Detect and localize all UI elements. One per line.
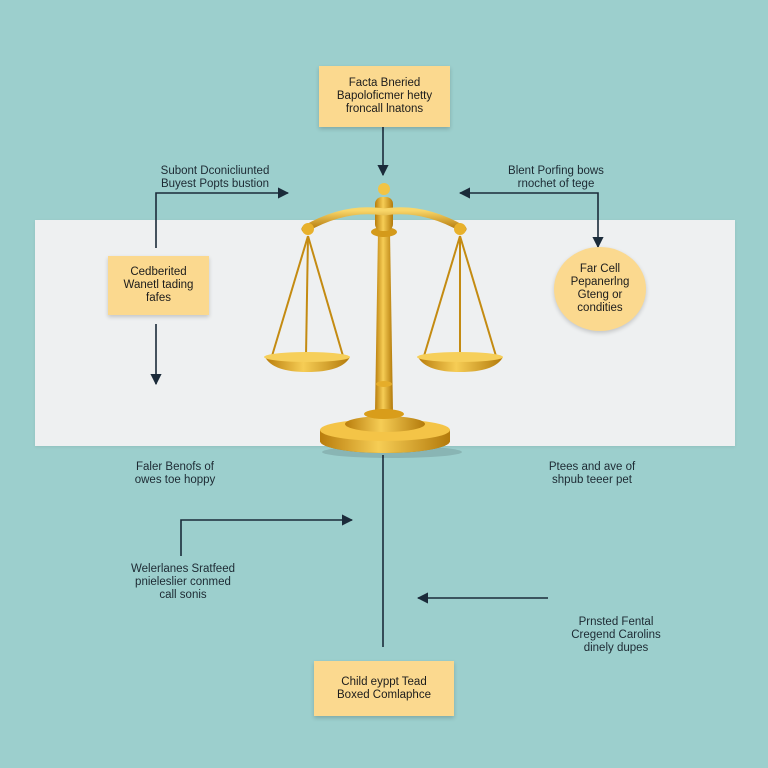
- left-box: Cedberited Wanetl tading fafes: [108, 256, 209, 315]
- top-box: Facta Bneried Bapoloficmer hetty froncal…: [319, 66, 450, 127]
- balance-scale-icon: [264, 183, 503, 458]
- label-top-left: Subont Dconicliunted Buyest Popts bustio…: [140, 165, 290, 191]
- label-mid-right: Ptees and ave of shpub teeer pet: [527, 461, 657, 487]
- label-low-right: Prnsted Fental Cregend Carolins dinely d…: [548, 616, 684, 655]
- bottom-box: Child eyppt Tead Boxed Comlaphce: [314, 661, 454, 716]
- top-box-line-1: Facta Bneried: [348, 77, 421, 89]
- right-circle-line-3: Gteng or: [577, 289, 623, 301]
- label-top-right-line-1: Blent Porfing bows: [508, 165, 604, 177]
- label-low-right-line-3: dinely dupes: [583, 642, 649, 654]
- bottom-box-line-2: Boxed Comlaphce: [337, 688, 431, 701]
- label-top-right: Blent Porfing bows rnochet of tege: [488, 165, 624, 191]
- right-circle-line-4: condities: [577, 302, 623, 314]
- label-mid-left-line-1: Faler Benofs of: [136, 461, 214, 473]
- left-box-line-2: Wanetl tading: [123, 279, 194, 291]
- label-low-left-line-2: pnieleslier conmed: [135, 576, 231, 588]
- connector-lines: [150, 127, 604, 647]
- arrow-right-top: [458, 187, 604, 249]
- top-box-line-2: Bapoloficmer hetty: [336, 90, 433, 102]
- label-mid-right-line-1: Ptees and ave of: [548, 461, 636, 473]
- top-box-line-3: froncall lnatons: [345, 103, 424, 115]
- bottom-box-line-1: Child eyppt Tead: [341, 675, 427, 688]
- label-mid-left-line-2: owes toe hoppy: [134, 474, 216, 486]
- arrow-low-left: [180, 514, 354, 556]
- label-top-left-line-1: Subont Dconicliunted: [160, 165, 270, 177]
- label-mid-left: Faler Benofs of owes toe hoppy: [110, 461, 240, 487]
- label-low-left-line-3: call sonis: [159, 589, 207, 601]
- label-low-left-line-1: Welerlanes Sratfeed: [131, 563, 235, 575]
- left-box-line-1: Cedberited: [130, 266, 187, 278]
- label-mid-right-line-2: shpub teeer pet: [552, 474, 632, 486]
- arrow-left-top: [155, 187, 290, 248]
- label-low-right-line-2: Cregend Carolins: [571, 629, 661, 641]
- right-circle: Far Cell Pepanerlng Gteng or condities: [554, 247, 646, 331]
- label-low-left: Welerlanes Sratfeed pnieleslier conmed c…: [108, 563, 258, 602]
- label-low-right-line-1: Prnsted Fental: [578, 616, 654, 628]
- left-box-line-3: fafes: [146, 292, 171, 304]
- right-circle-line-2: Pepanerlng: [570, 276, 630, 288]
- label-top-left-line-2: Buyest Popts bustion: [160, 178, 270, 190]
- right-circle-line-1: Far Cell: [579, 263, 621, 275]
- label-top-right-line-2: rnochet of tege: [517, 178, 595, 190]
